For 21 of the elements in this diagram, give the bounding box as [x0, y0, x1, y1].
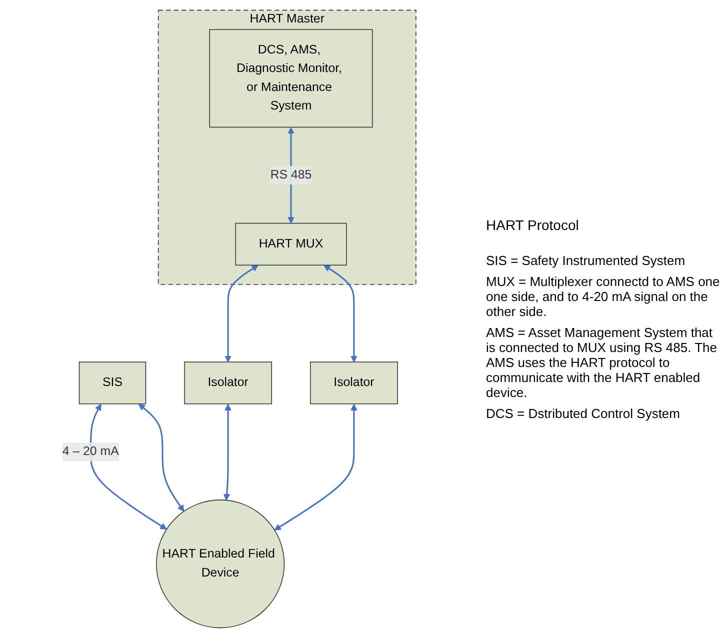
- arrow: [223, 404, 232, 501]
- node-circle: [156, 500, 284, 628]
- node-box: [184, 362, 272, 404]
- flowchart: HART Master 4 – 20 mA RS 485 SIS DCS, AMS, Diagnostic Monitor, or Maintenance System HART MUX Isolator Isolator HART Enabled Field Device: [2, 4, 476, 634]
- arrow: [323, 265, 358, 362]
- cluster: [158, 10, 416, 285]
- definition-note: SIS = Safety Instrumented System: [486, 253, 686, 268]
- protocol-label: HART Protocol: [486, 217, 580, 233]
- arrow: [224, 265, 258, 362]
- edge-label: RS 485: [270, 168, 312, 182]
- definition-note: MUX = Multiplexer connectd to AMS one one side, and to 4-20 mA signal on the other side.: [486, 274, 720, 319]
- arrow: [90, 404, 167, 530]
- definition-note: AMS = Asset Management System that is connected to MUX using RS 485. The AMS uses the HART protocol to communicate with the HART enabled device.: [486, 325, 718, 400]
- node-box: [310, 362, 398, 404]
- arrow: [138, 404, 184, 512]
- edge-label: 4 – 20 mA: [62, 444, 119, 458]
- definition-note: DCS = Dstributed Control System: [486, 406, 681, 421]
- node-box: [235, 222, 347, 266]
- arrow: [274, 404, 358, 530]
- node-box: [209, 29, 373, 128]
- node-box: [78, 362, 146, 404]
